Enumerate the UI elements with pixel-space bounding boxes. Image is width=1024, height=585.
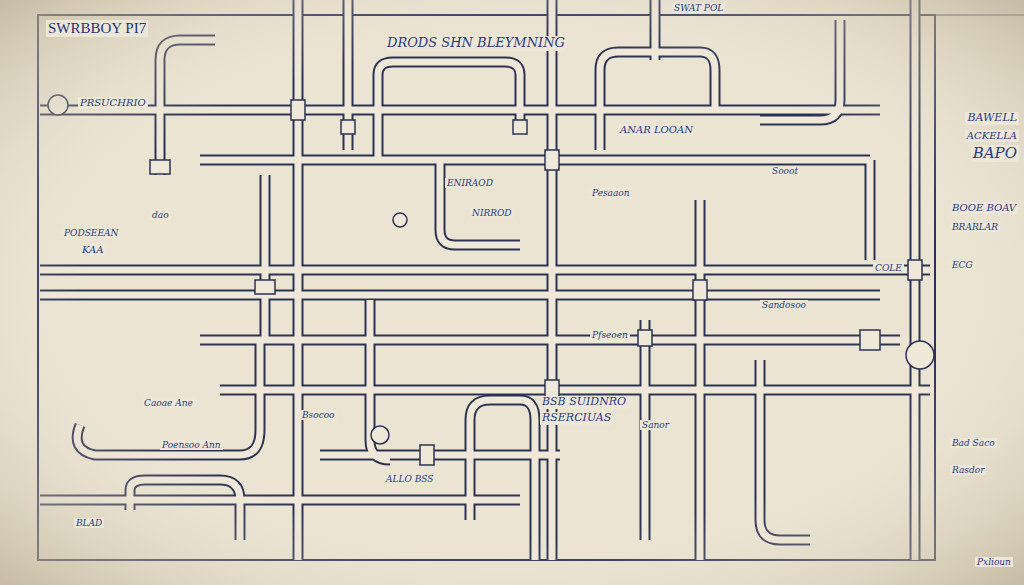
blueprint-note: Sandosoo [760, 300, 808, 310]
blueprint-note: ALLO BSS [384, 474, 435, 484]
blueprint-note: Pxlioun [975, 557, 1013, 567]
blueprint-note: Rasdor [950, 465, 986, 475]
blueprint-note: BSB SUIDNRO [540, 396, 628, 409]
blueprint-note: BLAD [74, 518, 104, 528]
blueprint-note: ANAR LOOAN [618, 124, 695, 136]
blueprint-note: Sooot [770, 166, 800, 176]
blueprint-note: DRODS SHN BLEYMNING [385, 36, 567, 51]
blueprint-note: Pfseoen [590, 330, 630, 340]
blueprint-note: Sanor [640, 420, 671, 430]
blueprint-note: Poensoo Ann [160, 440, 223, 450]
blueprint-note: RSERCIUAS [540, 412, 613, 425]
blueprint-note: ENIRAOD [445, 178, 495, 188]
blueprint-note: BAWELL [965, 112, 1019, 125]
blueprint-note: PODSEEAN [62, 228, 120, 238]
blueprint-note: SWAT POL [672, 3, 725, 13]
blueprint-note: Caoae Ane [142, 398, 195, 408]
blueprint-note: BRARLAR [950, 222, 1000, 232]
blueprint-note: BAPO [971, 145, 1019, 162]
blueprint-note: Bsocoo [300, 410, 337, 420]
blueprint-note: BOOE BOAV [950, 202, 1018, 214]
blueprint-note: ACKELLA [965, 130, 1019, 142]
blueprint-note: dao [150, 210, 171, 220]
blueprint-note: ECG [950, 260, 975, 270]
drawing-title: SWRBBOY PI7 [46, 20, 148, 37]
blueprint-note: Pesaaon [590, 188, 632, 198]
blueprint-note: PRSUCHRIO [78, 97, 148, 109]
blueprint-note: NIRROD [470, 208, 514, 218]
blueprint-note: KAA [80, 244, 106, 256]
blueprint-note: COLE [873, 263, 904, 273]
blueprint-note: Bad Saco [950, 438, 997, 448]
